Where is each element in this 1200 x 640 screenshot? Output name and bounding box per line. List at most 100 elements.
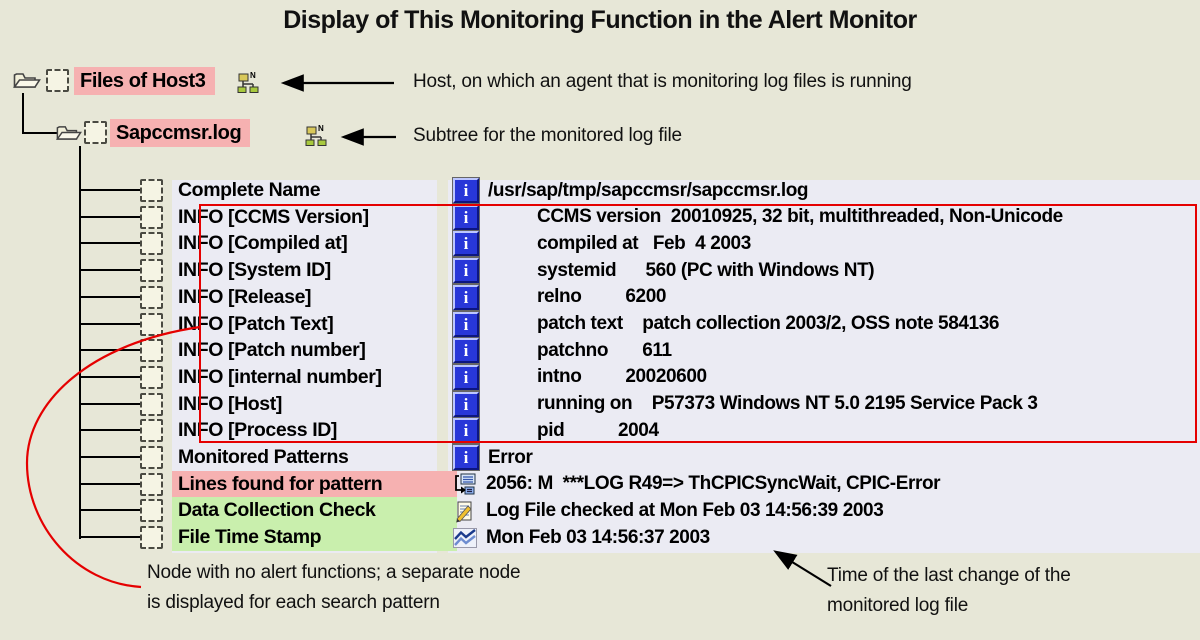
attribute-label[interactable]: INFO [Patch Text] [178, 312, 334, 335]
attribute-label[interactable]: INFO [System ID] [178, 259, 331, 282]
subtree-icon: N [237, 71, 259, 93]
tree-trunk-line [79, 146, 81, 539]
annotation-line: Node with no alert functions; a separate… [147, 562, 521, 583]
info-icon[interactable] [453, 231, 479, 257]
arrow-to-timestamp [773, 550, 832, 587]
attribute-value: Error [488, 446, 533, 468]
notepad-pencil-icon[interactable] [453, 499, 477, 523]
attribute-label-file-time-stamp[interactable]: File Time Stamp [172, 524, 457, 552]
attribute-value-row: compiled at Feb 4 2003 [453, 230, 751, 257]
attribute-value: relno 6200 [537, 286, 667, 308]
folder-icon[interactable] [13, 70, 41, 90]
tree-branch-line [80, 536, 140, 539]
page-title: Display of This Monitoring Function in t… [283, 6, 917, 34]
attribute-value: patch text patch collection 2003/2, OSS … [537, 313, 1000, 334]
tree-checkbox[interactable] [140, 339, 163, 363]
attribute-label[interactable]: Complete Name [178, 179, 321, 201]
annotation-node-no-alert: Node with no alert functions; a separate… [147, 558, 521, 618]
tree-branch-line [80, 429, 140, 432]
attribute-value-row: 2056: M ***LOG R49=> ThCPICSyncWait, CPI… [453, 471, 941, 498]
attribute-value-row: Log File checked at Mon Feb 03 14:56:39 … [453, 497, 884, 524]
log-lines-icon[interactable] [453, 472, 477, 496]
tree-checkbox[interactable] [140, 392, 163, 416]
attribute-value: patchno 611 [537, 339, 672, 361]
info-icon[interactable] [453, 178, 479, 203]
attribute-label[interactable]: INFO [Process ID] [178, 419, 337, 442]
tree-checkbox[interactable] [140, 419, 163, 443]
attribute-value: Mon Feb 03 14:56:37 2003 [486, 526, 710, 548]
tree-branch-line [80, 322, 140, 325]
tree-branch-line [80, 295, 140, 298]
attribute-label[interactable]: Monitored Patterns [178, 446, 349, 468]
tree-checkbox[interactable] [140, 499, 163, 523]
tree-branch-line [80, 456, 140, 458]
attribute-label[interactable]: INFO [Compiled at] [178, 232, 348, 255]
info-icon[interactable] [453, 284, 479, 310]
attribute-label-data-collection[interactable]: Data Collection Check [172, 497, 457, 525]
info-icon[interactable] [453, 338, 479, 364]
info-icon[interactable] [453, 391, 479, 417]
attribute-label-lines-found[interactable]: Lines found for pattern [172, 470, 457, 498]
attribute-label[interactable]: INFO [CCMS Version] [178, 205, 369, 228]
attribute-value-row: CCMS version 20010925, 32 bit, multithre… [453, 204, 1063, 231]
tree-branch-line [80, 269, 140, 272]
attribute-value-row: Mon Feb 03 14:56:37 2003 [453, 524, 710, 551]
attribute-value-row: /usr/sap/tmp/sapccmsr/sapccmsr.log [453, 177, 809, 204]
attribute-value: /usr/sap/tmp/sapccmsr/sapccmsr.log [488, 179, 809, 201]
tree-branch-line [80, 375, 140, 378]
attribute-value: Log File checked at Mon Feb 03 14:56:39 … [486, 499, 884, 521]
line-chart-icon[interactable] [453, 526, 477, 550]
value-panel-background [448, 180, 1200, 553]
attribute-value-row: patchno 611 [453, 337, 672, 364]
tree-checkbox[interactable] [140, 285, 163, 309]
attribute-value: CCMS version 20010925, 32 bit, multithre… [537, 206, 1063, 228]
attribute-value: running on P57373 Windows NT 5.0 2195 Se… [537, 393, 1038, 415]
annotation-subtree: Subtree for the monitored log file [413, 125, 682, 146]
tree-checkbox[interactable] [140, 259, 163, 283]
folder-icon[interactable] [56, 123, 82, 142]
info-icon[interactable] [453, 364, 479, 390]
tree-checkbox[interactable] [84, 121, 107, 144]
tree-connector [22, 93, 24, 134]
tree-branch-line [80, 482, 140, 485]
svg-text:N: N [318, 124, 324, 133]
tree-checkbox[interactable] [140, 365, 163, 389]
attribute-value: 2056: M ***LOG R49=> ThCPICSyncWait, CPI… [486, 473, 941, 495]
attribute-value: intno 20020600 [537, 366, 707, 388]
attribute-value-row: patch text patch collection 2003/2, OSS … [453, 311, 999, 338]
annotation-host: Host, on which an agent that is monitori… [413, 71, 912, 92]
attribute-label[interactable]: INFO [internal number] [178, 365, 382, 388]
info-icon[interactable] [453, 258, 479, 284]
annotation-line: is displayed for each search pattern [147, 592, 440, 613]
attribute-value-row: systemid 560 (PC with Windows NT) [453, 257, 875, 284]
attribute-label[interactable]: INFO [Patch number] [178, 339, 366, 362]
tree-checkbox[interactable] [140, 232, 163, 256]
attribute-value-row: running on P57373 Windows NT 5.0 2195 Se… [453, 391, 1038, 418]
annotation-last-change-time: Time of the last change of the monitored… [827, 561, 1071, 621]
attribute-value: pid 2004 [537, 419, 659, 441]
tree-connector [22, 132, 57, 134]
tree-checkbox[interactable] [140, 446, 163, 469]
attribute-value-row: Error [453, 444, 533, 471]
tree-branch-line [80, 215, 140, 218]
tree-checkbox[interactable] [140, 179, 163, 202]
tree-node-logfile[interactable]: Sapccmsr.log [110, 119, 251, 147]
attribute-label[interactable]: INFO [Host] [178, 392, 282, 415]
tree-branch-line [80, 402, 140, 405]
attribute-value: systemid 560 (PC with Windows NT) [537, 259, 875, 281]
tree-branch-line [80, 189, 140, 191]
tree-node-host[interactable]: Files of Host3 [74, 67, 215, 95]
subtree-icon: N [305, 124, 327, 146]
info-icon[interactable] [453, 445, 479, 470]
tree-checkbox[interactable] [140, 526, 163, 550]
tree-checkbox[interactable] [140, 472, 163, 496]
tree-checkbox[interactable] [140, 205, 163, 229]
tree-branch-line [80, 509, 140, 512]
info-icon[interactable] [453, 311, 479, 337]
annotation-line: Time of the last change of the [827, 565, 1071, 586]
tree-branch-line [80, 242, 140, 245]
tree-checkbox[interactable] [46, 69, 69, 92]
attribute-label[interactable]: INFO [Release] [178, 285, 312, 308]
tree-checkbox[interactable] [140, 312, 163, 336]
